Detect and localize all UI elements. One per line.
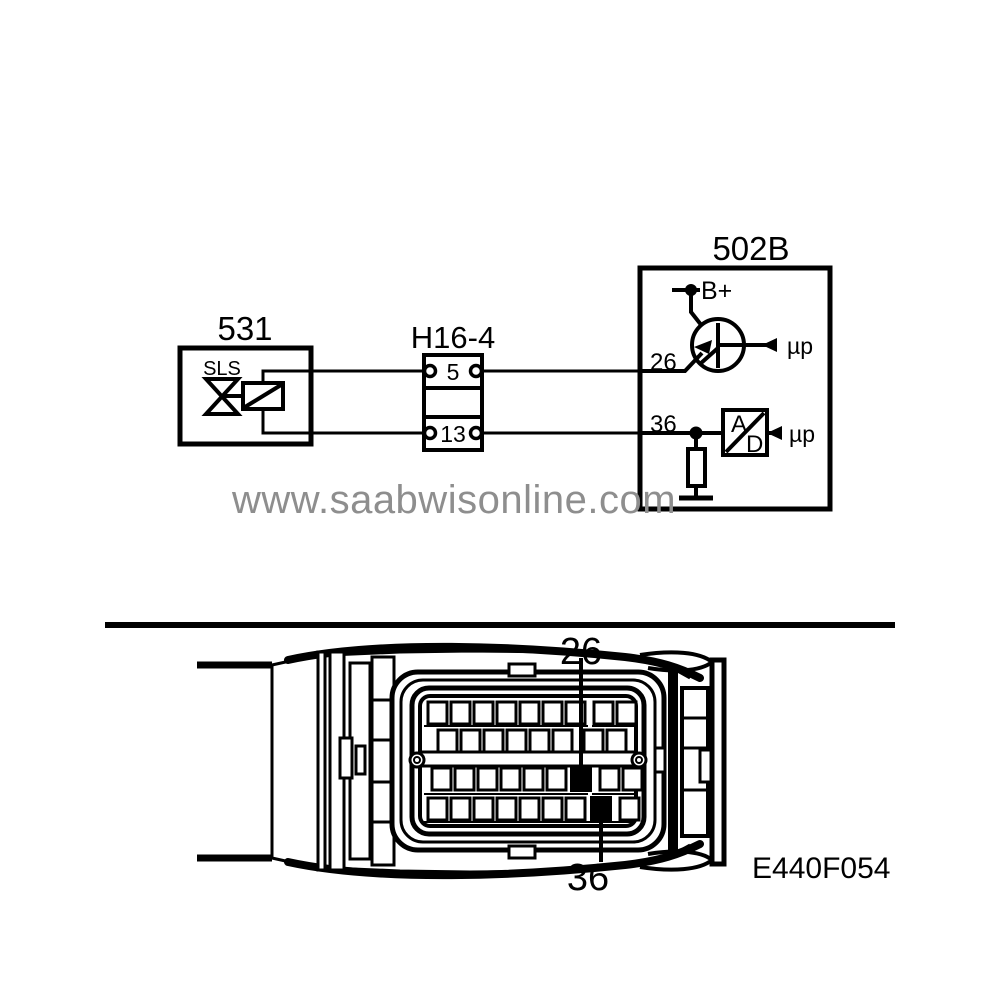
label-h16-pin-5: 5 [447,359,460,385]
label-h16-4: H16-4 [411,320,495,355]
label-502b-pin-26: 26 [650,349,677,376]
component-502b[interactable] [637,265,833,512]
label-h16-pin-13: 13 [440,421,466,447]
label-adc-d: D [746,431,763,458]
label-531: 531 [217,310,272,347]
connector-illustration [197,642,727,880]
callout-label-26: 26 [560,631,602,673]
pin-grid [424,700,644,823]
connector-h16-4[interactable] [422,353,484,452]
solenoid-coil-icon [241,381,285,411]
label-502b-pin-36: 36 [650,411,677,438]
label-bplus: B+ [701,277,732,305]
pin-row-4 [426,796,641,822]
diagram-labels: 531 SLS H16-4 5 13 502B B+ 26 36 µp µp A… [203,230,890,899]
pin-row-2 [436,728,628,754]
drawing-number: E440F054 [752,852,890,885]
component-531[interactable] [177,345,314,447]
label-transistor-micro: µp [787,333,813,359]
highlighted-pin-36 [590,796,612,822]
label-sls: SLS [203,358,241,380]
label-adc-micro: µp [789,421,815,447]
callout-label-36: 36 [567,857,609,899]
pin-row-3 [430,766,644,792]
label-502b: 502B [712,230,789,267]
transistor-symbol [690,317,777,373]
highlighted-pin-26 [570,766,592,792]
pulldown-resistor-symbol [686,447,707,488]
label-adc-a: A [731,411,747,438]
schematic-section [177,265,833,512]
pin-row-1 [426,700,638,726]
